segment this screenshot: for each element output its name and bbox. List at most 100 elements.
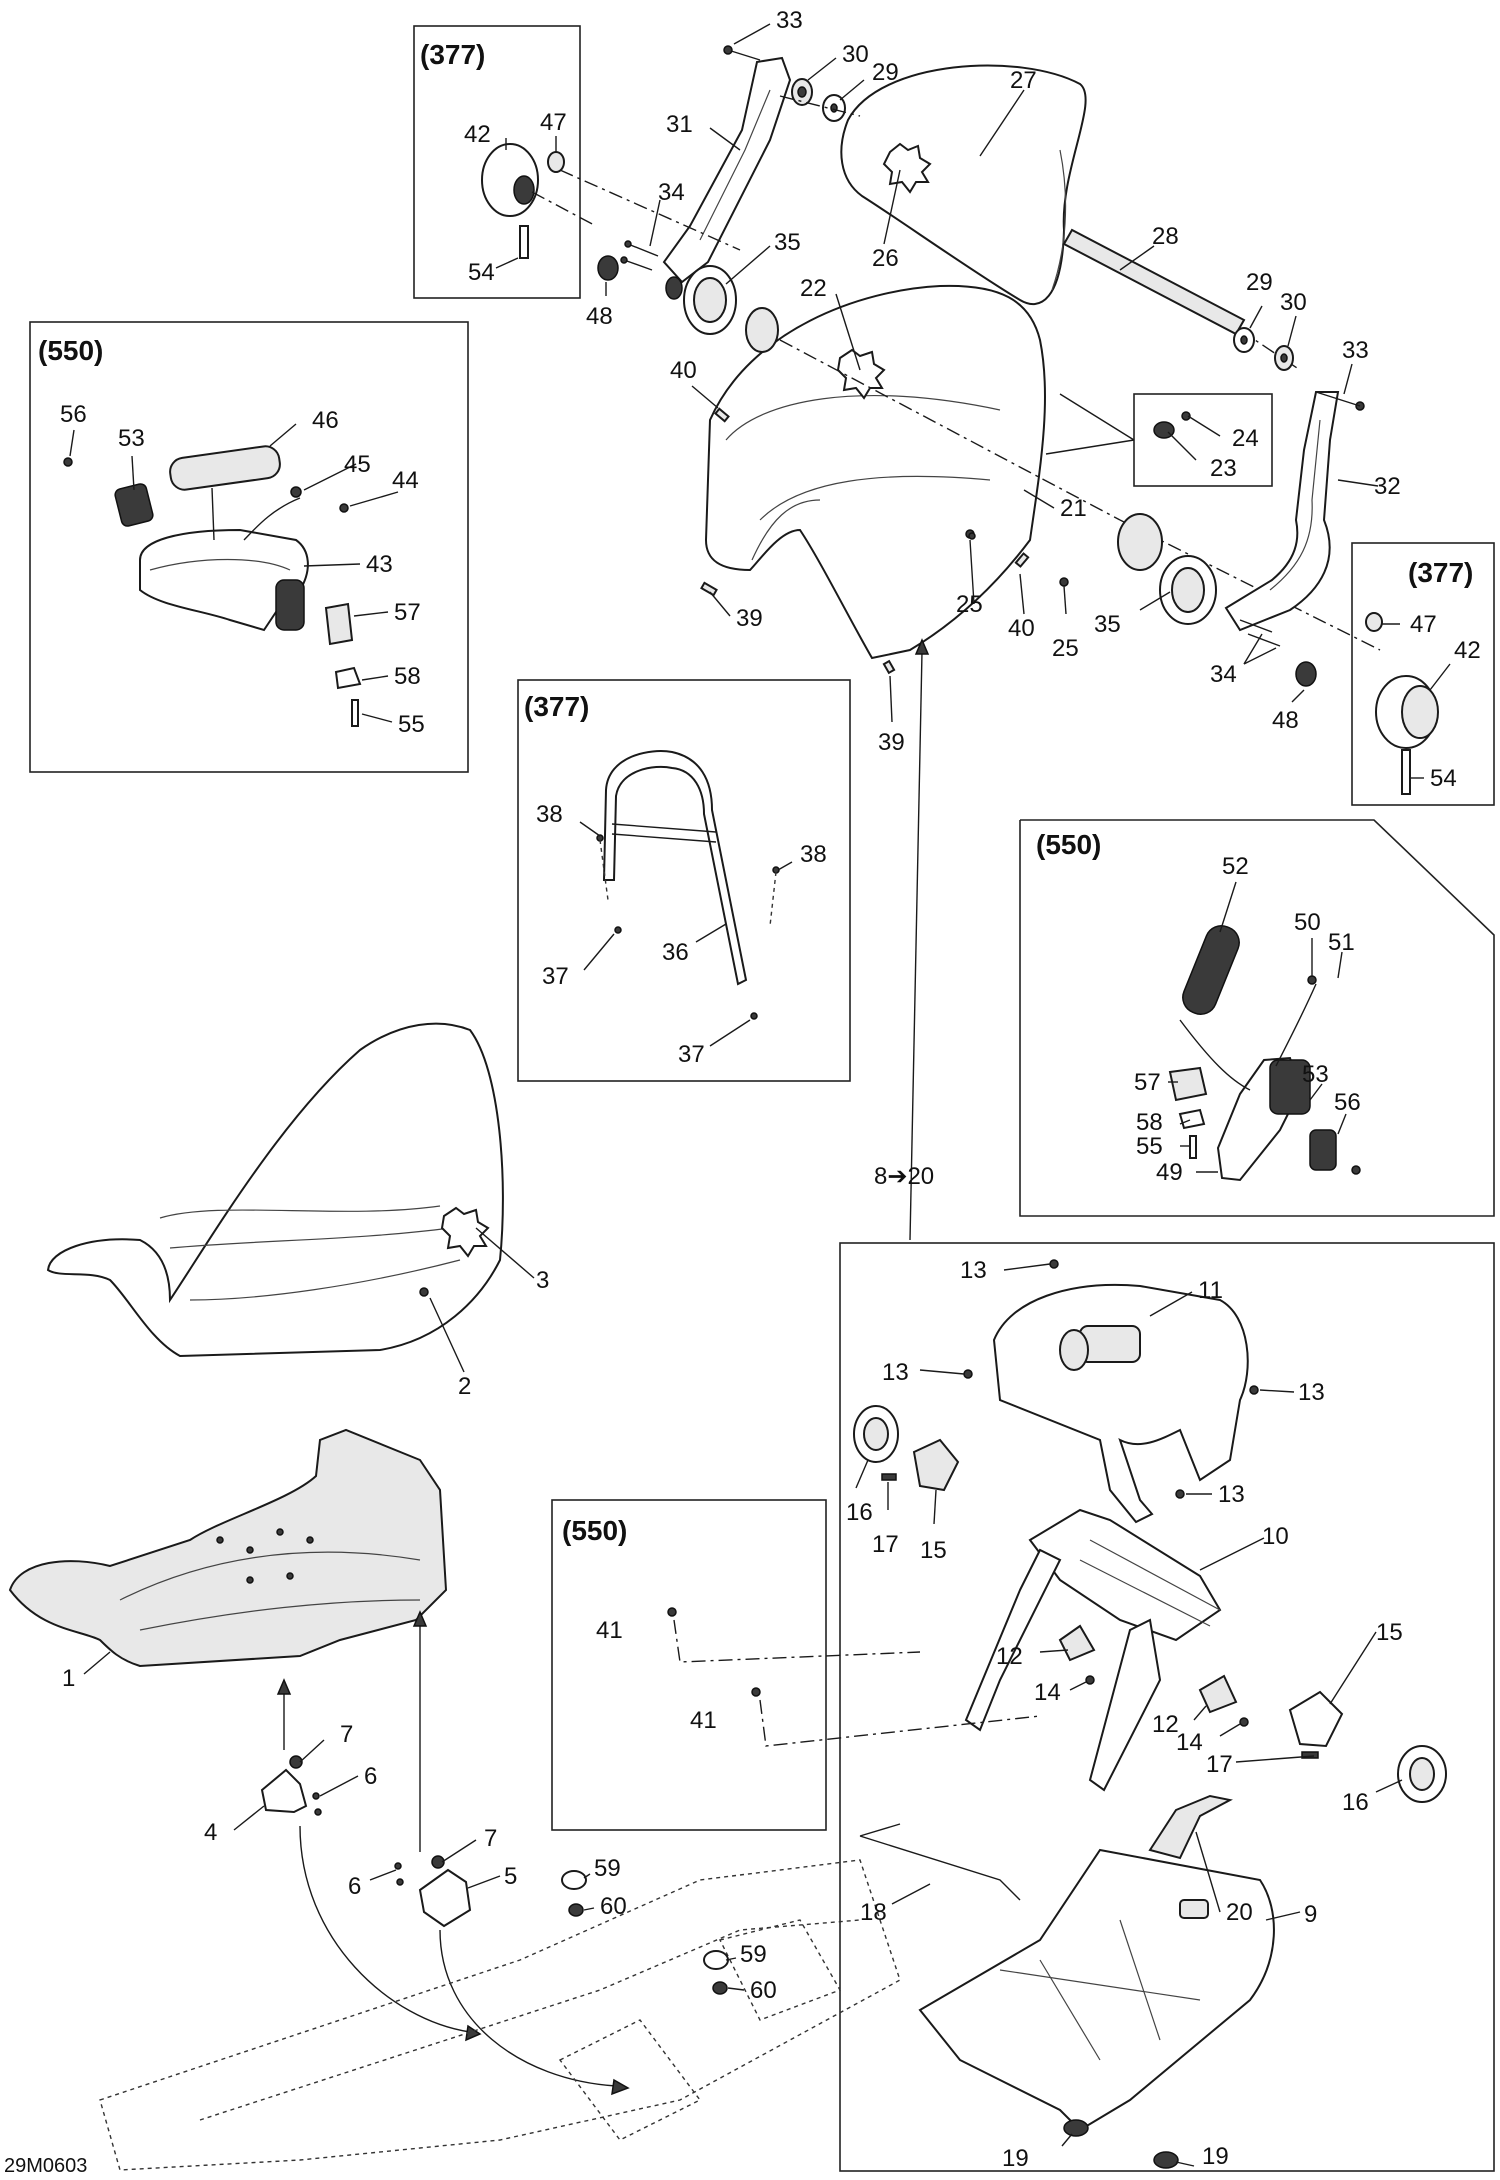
detail-box-377-right: (377) [1351, 542, 1495, 806]
callout-22: 22 [800, 275, 827, 302]
strap-20 [1148, 1794, 1233, 1860]
callout-5: 5 [504, 1863, 517, 1890]
logo-decal-22 [836, 348, 886, 400]
callout-38-right: 38 [800, 841, 827, 868]
callout-6-right: 6 [348, 1873, 361, 1900]
callout-40-right: 40 [1008, 615, 1035, 642]
box-label-377-right: (377) [1408, 557, 1473, 588]
callout-14-a: 14 [1034, 1679, 1061, 1706]
driver-seat [46, 1022, 504, 1358]
plate-15-right [1288, 1690, 1344, 1748]
callout-23: 23 [1210, 455, 1237, 482]
callout-44: 44 [392, 467, 419, 494]
callout-34-right: 34 [1210, 661, 1237, 688]
callout-10: 10 [1262, 1523, 1289, 1550]
callout-52: 52 [1222, 853, 1249, 880]
backrest-rod [602, 750, 748, 986]
bracket-12-a [1058, 1624, 1096, 1662]
detail-box-frame-assembly [839, 1242, 1495, 2172]
screw-55-left [351, 699, 359, 727]
callout-47-top: 47 [540, 109, 567, 136]
callout-21: 21 [1060, 495, 1087, 522]
callout-54-right: 54 [1430, 765, 1457, 792]
callout-15-right: 15 [1376, 1619, 1403, 1646]
callout-13-bottom: 13 [1218, 1481, 1245, 1508]
logo-decal-3 [440, 1206, 490, 1258]
gear-35-left [745, 307, 779, 353]
seat-base [8, 1428, 448, 1668]
callout-13-top: 13 [960, 1257, 987, 1284]
callout-9: 9 [1304, 1901, 1317, 1928]
right-backrest-arm [1224, 391, 1340, 632]
pin-54-top [519, 225, 529, 259]
callout-24: 24 [1232, 425, 1259, 452]
callout-35-left: 35 [774, 229, 801, 256]
callout-58-left: 58 [394, 663, 421, 690]
callout-39-right: 39 [878, 729, 905, 756]
callout-7-left: 7 [340, 1721, 353, 1748]
callout-4: 4 [204, 1819, 217, 1846]
callout-48-left: 48 [586, 303, 613, 330]
spacer-48-left [597, 255, 619, 281]
callout-19-a: 19 [1002, 2145, 1029, 2172]
box-label-377-top: (377) [420, 39, 485, 70]
callout-15-left: 15 [920, 1537, 947, 1564]
bracket-57-right [1168, 1066, 1208, 1102]
callout-28: 28 [1152, 223, 1179, 250]
clip-47-right [1365, 612, 1383, 632]
callout-29-top: 29 [872, 59, 899, 86]
foot-19-b [1153, 2151, 1179, 2169]
backrest [840, 64, 1087, 305]
callout-38-left: 38 [536, 801, 563, 828]
callout-29-right: 29 [1246, 269, 1273, 296]
shaft [1062, 228, 1246, 336]
callout-59-b: 59 [740, 1941, 767, 1968]
detail-box-550-lower: (550) [551, 1499, 827, 1831]
range-label-8-to-20: 8➔20 [874, 1163, 934, 1190]
callout-60-a: 60 [600, 1893, 627, 1920]
callout-25-left: 25 [956, 591, 983, 618]
grip-46 [169, 445, 281, 491]
drawing-code: 29M0603 [4, 2155, 87, 2177]
callout-36: 36 [662, 939, 689, 966]
callout-17-left: 17 [872, 1531, 899, 1558]
callout-47-right: 47 [1410, 611, 1437, 638]
spacer-48-right [1295, 661, 1317, 687]
callout-7-right: 7 [484, 1825, 497, 1852]
detail-box-550-right: (550) [1019, 819, 1495, 1217]
box-label-550-right: (550) [1036, 829, 1101, 860]
callout-25-right: 25 [1052, 635, 1079, 662]
box-label-550-lower: (550) [562, 1515, 627, 1546]
callout-18: 18 [860, 1899, 887, 1926]
detail-box-377-middle: (377) [517, 679, 851, 1082]
cover-53-left [114, 483, 154, 527]
callout-56-left: 56 [60, 401, 87, 428]
logo-decal-26 [882, 142, 932, 194]
callout-55-left: 55 [398, 711, 425, 738]
callout-11: 11 [1198, 1277, 1223, 1304]
gear-35-right [1117, 513, 1163, 571]
callout-58-right: 58 [1136, 1109, 1163, 1136]
handle-43 [139, 528, 309, 632]
callout-53-left: 53 [118, 425, 145, 452]
callout-3: 3 [536, 1267, 549, 1294]
callout-49: 49 [1156, 1159, 1183, 1186]
support-bracket-9 [918, 1848, 1275, 2132]
callout-labels: 33 30 29 27 31 42 47 34 35 26 54 48 22 2… [4, 7, 1481, 2177]
callout-40-top: 40 [670, 357, 697, 384]
callout-41-upper: 41 [596, 1617, 623, 1644]
bolt-17-left [881, 1473, 897, 1481]
callout-48-right: 48 [1272, 707, 1299, 734]
callout-6-left: 6 [364, 1763, 377, 1790]
callout-37-left: 37 [542, 963, 569, 990]
cover-11 [992, 1284, 1249, 1524]
callout-31: 31 [666, 111, 693, 138]
left-backrest-arm [662, 56, 792, 284]
callout-37-bottom: 37 [678, 1041, 705, 1068]
callout-26: 26 [872, 245, 899, 272]
callout-56-right: 56 [1334, 1089, 1361, 1116]
callout-12-a: 12 [996, 1643, 1023, 1670]
callout-35-right: 35 [1094, 611, 1121, 638]
cover-53-right [1309, 1129, 1337, 1171]
